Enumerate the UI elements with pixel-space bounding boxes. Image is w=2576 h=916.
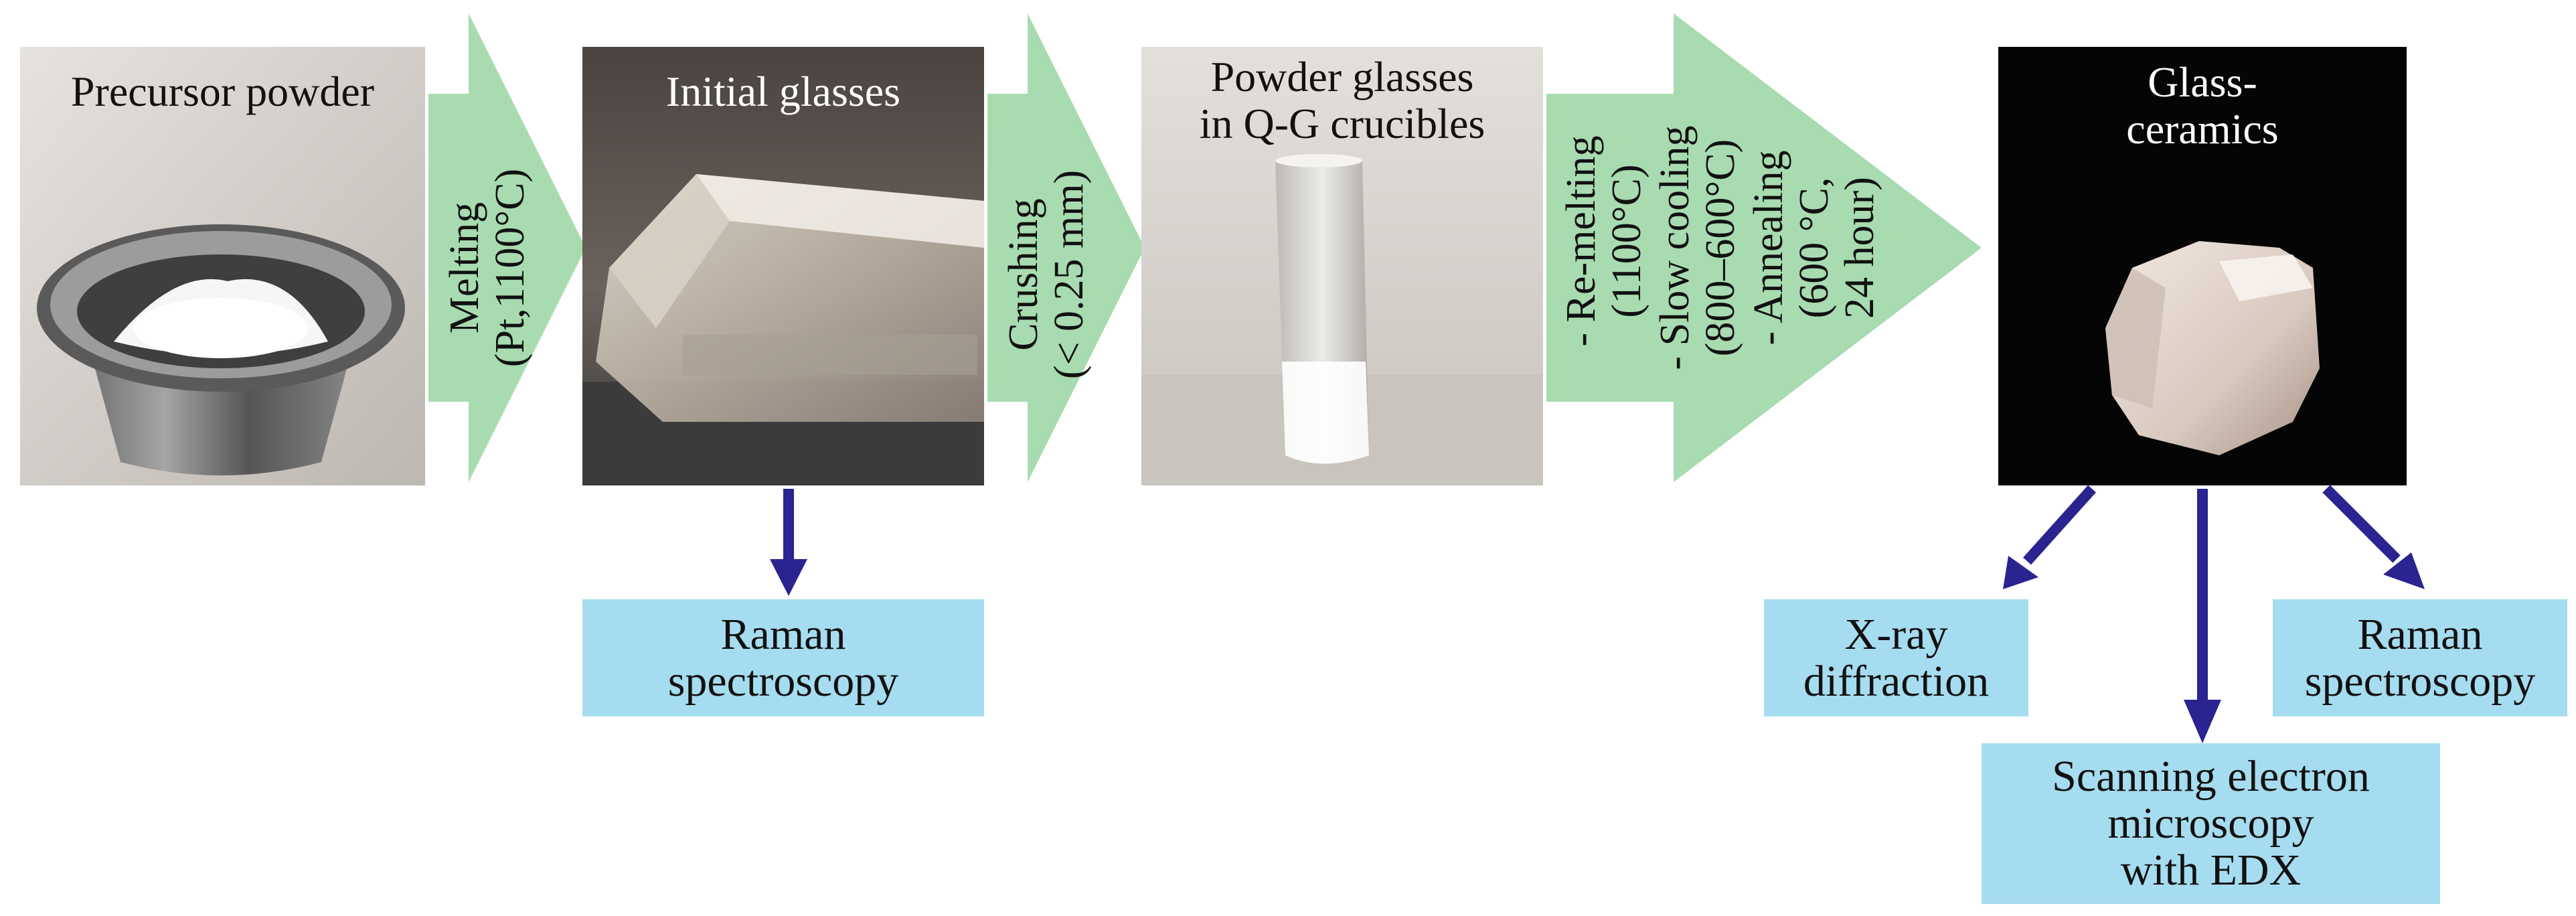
glass-block-image xyxy=(582,47,984,485)
raman-1-line2: spectroscopy xyxy=(667,656,899,706)
glass-ceramics-title-line2: ceramics xyxy=(2126,105,2279,153)
raman-2-line2: spectroscopy xyxy=(2304,656,2536,706)
crushing-step-arrow: Crushing (< 0.25 mm) xyxy=(987,13,1145,482)
glass-ceramics-photo: Glass- ceramics xyxy=(1998,47,2407,485)
raman-2-line1: Raman xyxy=(2357,609,2483,659)
sem-line2: microscopy xyxy=(2107,799,2314,848)
precursor-powder-title: Precursor powder xyxy=(70,68,375,115)
powder-glasses-photo: Powder glasses in Q-G crucibles xyxy=(1141,47,1543,485)
arrow-to-raman-2 xyxy=(2322,485,2401,563)
xray-line1: X-ray xyxy=(1844,609,1948,659)
powder-glasses-title-line2: in Q-G crucibles xyxy=(1199,100,1485,147)
raman-1-line1: Raman xyxy=(720,609,846,659)
arrowhead-sem xyxy=(2184,700,2221,743)
xray-line2: diffraction xyxy=(1803,656,1990,706)
powder-glasses-title: Powder glasses in Q-G crucibles xyxy=(1141,54,1543,147)
arrowhead-xray xyxy=(2003,556,2038,589)
arrowhead-raman-2 xyxy=(2383,552,2425,589)
arrowhead-raman-1 xyxy=(770,559,807,596)
powder-glasses-title-line1: Powder glasses xyxy=(1210,53,1474,100)
xray-diffraction-box: X-ray diffraction xyxy=(1764,599,2028,716)
raman-spectroscopy-box-1: Raman spectroscopy xyxy=(582,599,984,716)
crushing-arrow-shape xyxy=(987,13,1145,482)
raman-spectroscopy-box-2: Raman spectroscopy xyxy=(2273,599,2567,716)
precursor-powder-photo: Precursor powder xyxy=(20,47,425,485)
quartz-crucible-image xyxy=(1141,47,1543,485)
glass-ceramics-title-line1: Glass- xyxy=(2148,58,2257,106)
crucible-image xyxy=(20,47,425,485)
remelting-arrow-shape xyxy=(1546,13,1982,482)
sem-line1: Scanning electron xyxy=(2052,752,2370,801)
sem-edx-box: Scanning electron microscopy with EDX xyxy=(1982,743,2440,904)
melting-step-arrow: Melting (Pt,1100°C) xyxy=(428,13,586,482)
melting-arrow-shape xyxy=(428,13,586,482)
initial-glasses-photo: Initial glasses xyxy=(582,47,984,485)
glass-ceramics-title: Glass- ceramics xyxy=(1998,59,2407,153)
ceramic-sample-image xyxy=(1998,47,2407,485)
sem-line3: with EDX xyxy=(2120,846,2302,895)
remelting-step-arrow: - Re-melting (1100°C) - Slow cooling (80… xyxy=(1546,13,1982,482)
initial-glasses-title: Initial glasses xyxy=(665,68,901,115)
arrow-to-xray xyxy=(2023,485,2096,565)
